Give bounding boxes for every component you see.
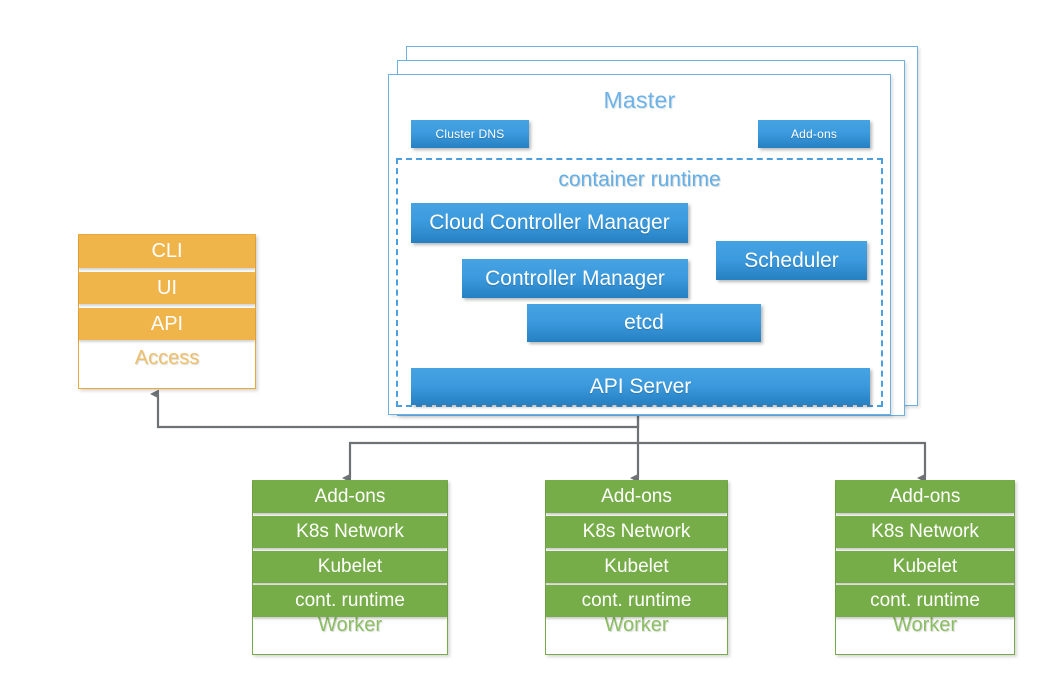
worker-2-add-ons-label: Add-ons bbox=[601, 486, 672, 507]
scheduler-box[interactable]: Scheduler bbox=[716, 241, 867, 280]
master-title: Master bbox=[603, 87, 676, 113]
worker-3-add-ons[interactable]: Add-ons bbox=[836, 481, 1014, 513]
worker-2-cont-runtime[interactable]: cont. runtime bbox=[546, 585, 727, 617]
worker-3-k8s-network-label: K8s Network bbox=[871, 521, 979, 542]
worker-2-cont-runtime-label: cont. runtime bbox=[581, 590, 692, 611]
access-item-ui-label: UI bbox=[157, 276, 177, 299]
access-item-api-label: API bbox=[150, 312, 184, 335]
access-label: Access bbox=[134, 347, 200, 369]
api-server-box[interactable]: API Server bbox=[411, 368, 870, 405]
access-item-cli-label: CLI bbox=[151, 240, 183, 262]
worker-node-1-label: Worker bbox=[317, 614, 383, 636]
etcd-box[interactable]: etcd bbox=[527, 304, 761, 342]
worker-node-2-label: Worker bbox=[604, 614, 669, 636]
master-add-ons-box[interactable]: Add-ons bbox=[758, 120, 870, 148]
controller-manager-label: Controller Manager bbox=[485, 266, 665, 290]
worker-1-cont-runtime[interactable]: cont. runtime bbox=[253, 585, 447, 617]
worker-1-k8s-network-label: K8s Network bbox=[296, 521, 404, 542]
worker-1-add-ons[interactable]: Add-ons bbox=[253, 481, 447, 513]
worker-2-add-ons[interactable]: Add-ons bbox=[546, 481, 727, 513]
worker-3-k8s-network[interactable]: K8s Network bbox=[836, 516, 1014, 548]
master-add-ons-label: Add-ons bbox=[790, 127, 838, 141]
cluster-dns-label: Cluster DNS bbox=[435, 127, 505, 141]
scheduler-label: Scheduler bbox=[744, 248, 839, 272]
worker-1-cont-runtime-label: cont. runtime bbox=[295, 590, 405, 611]
worker-3-cont-runtime[interactable]: cont. runtime bbox=[836, 585, 1014, 617]
worker-2-k8s-network-label: K8s Network bbox=[582, 521, 691, 542]
access-item-api[interactable]: API bbox=[79, 308, 255, 340]
worker-3-kubelet-label: Kubelet bbox=[892, 556, 958, 577]
worker-3-add-ons-label: Add-ons bbox=[889, 486, 961, 507]
worker-3-kubelet[interactable]: Kubelet bbox=[836, 551, 1014, 583]
controller-manager-box[interactable]: Controller Manager bbox=[462, 259, 688, 298]
container-runtime-title: container runtime bbox=[558, 168, 721, 191]
access-item-cli[interactable]: CLI bbox=[79, 235, 255, 268]
worker-2-kubelet[interactable]: Kubelet bbox=[546, 551, 727, 583]
access-item-ui[interactable]: UI bbox=[79, 272, 255, 304]
worker-2-kubelet-label: Kubelet bbox=[604, 556, 669, 577]
worker-1-kubelet[interactable]: Kubelet bbox=[253, 551, 447, 583]
worker-1-add-ons-label: Add-ons bbox=[314, 486, 386, 507]
worker-node-3-label: Worker bbox=[892, 614, 958, 636]
cloud-controller-manager-box[interactable]: Cloud Controller Manager bbox=[411, 203, 688, 243]
worker-3-cont-runtime-label: cont. runtime bbox=[870, 590, 980, 611]
cluster-dns-box[interactable]: Cluster DNS bbox=[411, 120, 529, 148]
worker-2-k8s-network[interactable]: K8s Network bbox=[546, 516, 727, 548]
api-server-label: API Server bbox=[589, 374, 692, 398]
container-runtime-box[interactable]: container runtime bbox=[396, 158, 883, 407]
worker-1-kubelet-label: Kubelet bbox=[317, 556, 383, 577]
etcd-label: etcd bbox=[624, 311, 664, 334]
cloud-controller-manager-label: Cloud Controller Manager bbox=[429, 211, 670, 234]
worker-1-k8s-network[interactable]: K8s Network bbox=[253, 516, 447, 548]
